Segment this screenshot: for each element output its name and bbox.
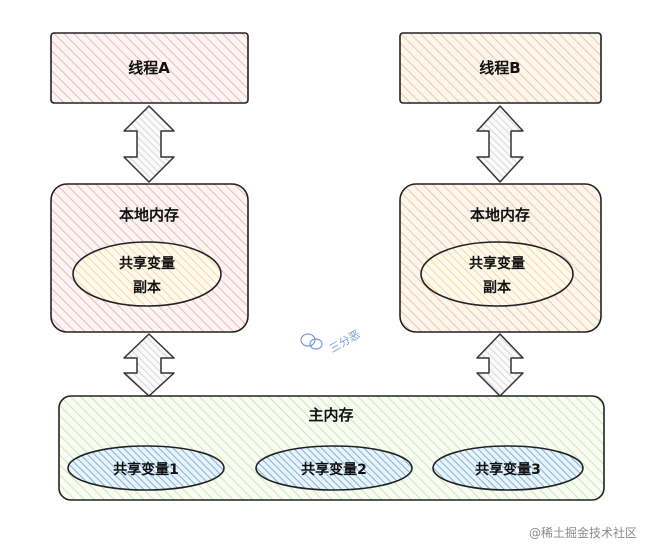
watermark-text: 三分恶 xyxy=(327,328,362,356)
thread-a-box: 线程A xyxy=(50,32,249,104)
copy-a-label-line2: 副本 xyxy=(133,279,162,296)
local-memory-a-box: 本地内存 共享变量 副本 xyxy=(50,183,249,333)
local-memory-a-title: 本地内存 xyxy=(119,206,179,224)
thread-a-title: 线程A xyxy=(128,59,170,77)
local-memory-b-box: 本地内存 共享变量 副本 xyxy=(399,183,602,333)
main-memory-title: 主内存 xyxy=(308,406,353,424)
shared-variable-2-label: 共享变量2 xyxy=(301,461,367,478)
arrow-thread-a-local-a xyxy=(123,105,175,183)
thread-b-title: 线程B xyxy=(479,59,520,77)
copy-b-label-line2: 副本 xyxy=(483,279,512,296)
arrow-thread-b-local-b xyxy=(476,105,524,183)
shared-variable-3 xyxy=(432,445,584,491)
wechat-icon xyxy=(300,333,323,350)
watermark: 三分恶 xyxy=(300,328,362,356)
shared-variable-copy-a xyxy=(72,241,222,307)
main-memory-box: 主内存 共享变量1 共享变量2 共享变量3 xyxy=(58,395,605,501)
shared-variable-copy-b xyxy=(420,241,574,307)
shared-variable-1-label: 共享变量1 xyxy=(113,461,179,478)
footer-credit: @稀土掘金技术社区 xyxy=(528,526,637,540)
shared-variable-3-label: 共享变量3 xyxy=(475,461,541,478)
shared-variable-1 xyxy=(67,445,225,491)
arrow-local-a-main xyxy=(123,333,175,397)
arrow-local-b-main xyxy=(476,333,524,397)
local-memory-b-title: 本地内存 xyxy=(470,206,530,224)
copy-b-label-line1: 共享变量 xyxy=(469,255,525,272)
shared-variable-2 xyxy=(255,445,413,491)
copy-a-label-line1: 共享变量 xyxy=(119,255,175,272)
thread-b-box: 线程B xyxy=(399,32,602,104)
